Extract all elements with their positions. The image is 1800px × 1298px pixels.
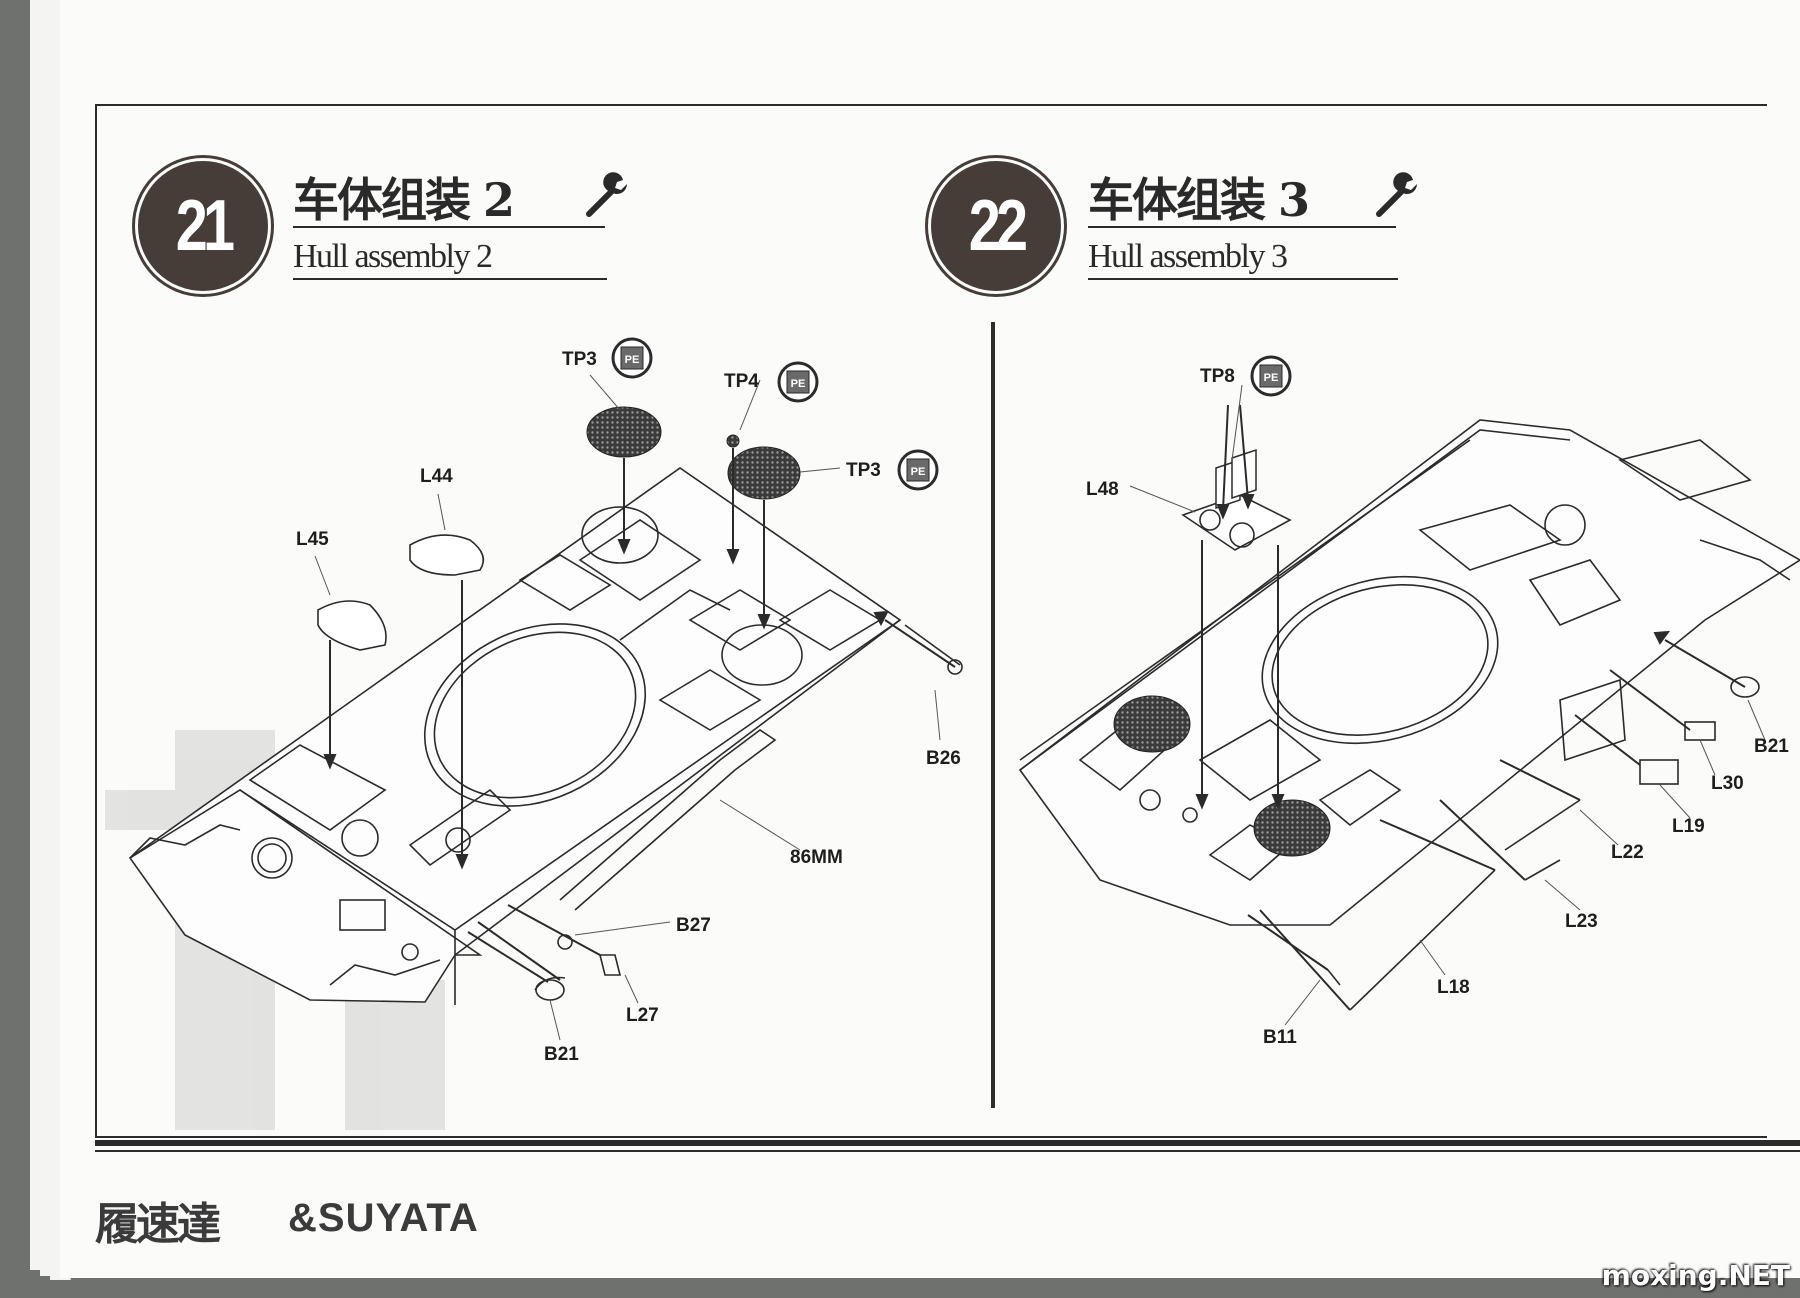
brand-logo-en: &SUYATA [288, 1196, 479, 1240]
page-frame [95, 104, 1767, 1138]
pe-badge-icon: PE [897, 449, 939, 491]
brand-logo-cn: 履速達 [95, 1199, 221, 1250]
pe-badge-text: PE [625, 354, 640, 366]
label-leaders-21 [314, 374, 941, 1041]
pe-mesh-screen [1113, 695, 1191, 753]
title-underline [1088, 226, 1396, 228]
hull-step21 [128, 467, 963, 1005]
step-title-en: Hull assembly 3 [1088, 238, 1288, 275]
step-number: 22 [968, 186, 1028, 266]
part-label-l48: L48 [1086, 479, 1119, 500]
step-title-cn: 车体组装 3 [1088, 173, 1310, 227]
pe-mesh-screen [586, 406, 662, 458]
part-label-l19: L19 [1672, 816, 1705, 837]
step-title-cn: 车体组装 2 [293, 173, 515, 227]
step-number-badge: 22 [928, 158, 1064, 294]
pe-badge-icon: PE [777, 361, 819, 403]
part-label-tp3: TP3 [562, 349, 597, 370]
part-label-86mm: 86MM [790, 847, 843, 868]
part-label-tp4: TP4 [724, 371, 759, 392]
label-leaders-22 [1129, 384, 1766, 1026]
pe-badge-icon: PE [1250, 355, 1292, 397]
pe-badge-text: PE [1264, 372, 1279, 384]
wrench-icon [586, 172, 627, 217]
part-label-b27: B27 [676, 915, 711, 936]
part-label-tp8: TP8 [1200, 366, 1235, 387]
title-underline [1088, 278, 1398, 280]
part-label-l30: L30 [1711, 773, 1744, 794]
part-label-l22: L22 [1611, 842, 1644, 863]
site-watermark: moxing.NET [1601, 1259, 1790, 1292]
assembly-arrows-22 [1195, 404, 1746, 1011]
tp8-plates [1215, 448, 1257, 510]
footer-rule [95, 1150, 1800, 1152]
wrench-icon [1376, 172, 1417, 217]
part-label-b21: B21 [544, 1044, 579, 1065]
pe-mesh-screen [726, 434, 740, 448]
part-label-l27: L27 [626, 1005, 659, 1026]
footer-rule [95, 1140, 1800, 1146]
pe-badge-text: PE [911, 466, 926, 478]
pe-badge-text: PE [791, 378, 806, 390]
assembly-arrows-21 [323, 448, 956, 983]
hull-step22 [1018, 419, 1800, 1011]
pe-badge-icon: PE [611, 337, 653, 379]
title-underline [293, 226, 605, 228]
part-label-b21: B21 [1754, 736, 1789, 757]
title-underline [293, 278, 607, 280]
part-label-l45: L45 [296, 529, 329, 550]
step-title-en: Hull assembly 2 [293, 238, 493, 275]
part-label-tp3: TP3 [846, 460, 881, 481]
part-label-l18: L18 [1437, 977, 1470, 998]
step-divider [991, 322, 995, 1108]
part-label-b11: B11 [1263, 1027, 1297, 1048]
pe-mesh-screen [1253, 799, 1331, 857]
pe-mesh-screen [727, 446, 801, 500]
step-number-badge: 21 [135, 158, 271, 294]
step-number: 21 [175, 186, 235, 266]
part-label-l23: L23 [1565, 911, 1598, 932]
part-label-l44: L44 [420, 466, 453, 487]
part-label-b26: B26 [926, 748, 961, 769]
